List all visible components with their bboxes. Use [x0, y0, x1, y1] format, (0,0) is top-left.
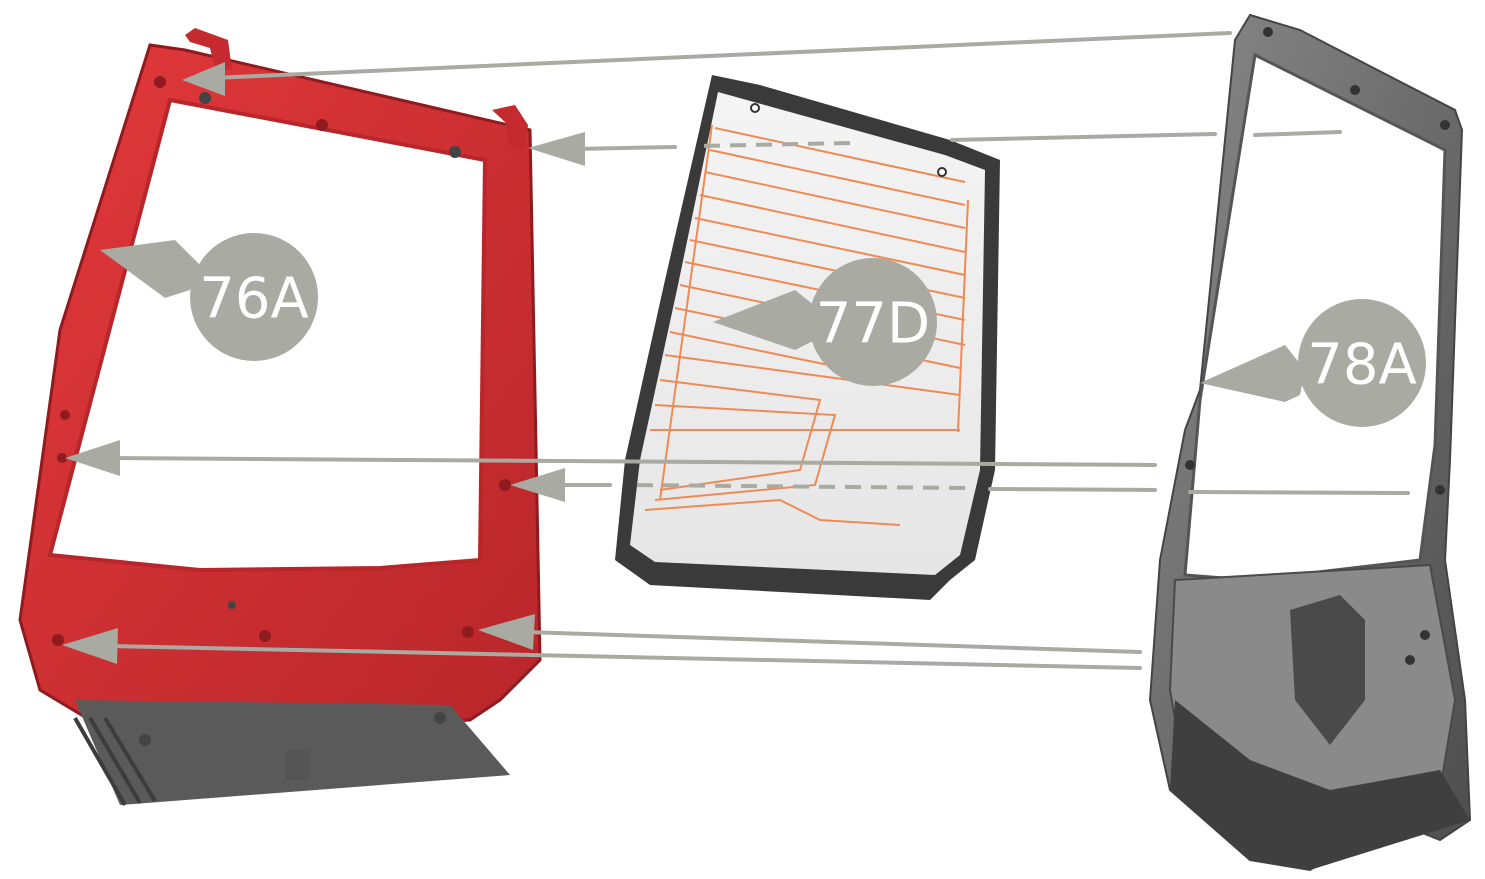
trim-78a-boss — [1405, 655, 1415, 665]
guide-line — [212, 33, 1230, 78]
guide-line — [952, 134, 1215, 140]
frame-76a-boss — [462, 626, 474, 638]
frame-76a-clip — [285, 750, 310, 780]
frame-76a-boss — [199, 92, 211, 104]
frame-76a — [20, 28, 540, 805]
frame-76a-boss — [139, 734, 151, 746]
frame-76a-boss — [449, 146, 461, 158]
callout-78a-label: 78A — [1307, 333, 1417, 398]
frame-76a-boss — [52, 634, 64, 646]
trim-78a-boss — [1185, 460, 1195, 470]
frame-76a-boss — [316, 119, 328, 131]
trim-78a-boss — [1440, 120, 1450, 130]
guide-arrowhead — [528, 132, 585, 166]
trim-78a-boss — [1420, 630, 1430, 640]
frame-76a-boss — [259, 630, 271, 642]
guide-line — [1190, 492, 1408, 493]
glass-77d-mount-hole — [751, 104, 759, 112]
callout-77d-label: 77D — [816, 292, 930, 357]
guide-line — [525, 632, 1140, 652]
frame-76a-boss — [499, 479, 511, 491]
frame-76a-boss — [154, 76, 166, 88]
frame-76a-boss — [434, 712, 446, 724]
guide-line — [990, 489, 1155, 490]
glass-77d-mount-hole — [938, 168, 946, 176]
trim-78a-boss — [1435, 485, 1445, 495]
callout-76a-label: 76A — [199, 267, 309, 332]
trim-78a-boss — [1263, 27, 1273, 37]
frame-76a-boss — [228, 601, 236, 609]
trim-78a-boss — [1350, 85, 1360, 95]
guide-line — [575, 147, 675, 149]
frame-76a-boss — [60, 410, 70, 420]
trim-78a — [1150, 15, 1470, 870]
